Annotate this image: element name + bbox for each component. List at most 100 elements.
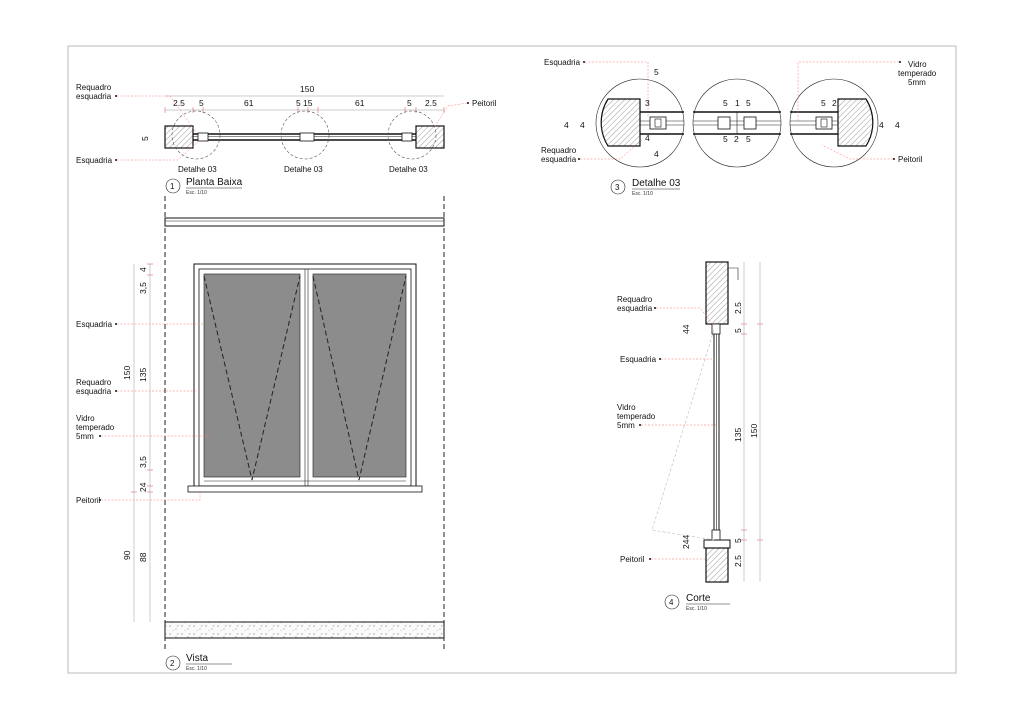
glass-pane-right xyxy=(312,273,407,478)
corte-label-esquadria: Esquadria xyxy=(620,355,657,364)
view-number-circle-4 xyxy=(664,594,680,610)
det-label-requadro-2: esquadria xyxy=(541,155,577,164)
detail-ref-2: Detalhe 03 xyxy=(284,165,323,174)
view-number-circle-1 xyxy=(165,178,181,194)
corte-view: 2.5 5 135 5 2.5 150 44 244 Requadro esqu… xyxy=(617,261,763,612)
detail-circle-2 xyxy=(280,110,330,160)
corte-dim-150: 150 xyxy=(749,424,759,438)
vista-dim-35a: 3,5 xyxy=(138,282,148,294)
detail-ref-3: Detalhe 03 xyxy=(389,165,428,174)
det-label-vidro-1: Vidro xyxy=(908,60,927,69)
corte-label-requadro-1: Requadro xyxy=(617,295,653,304)
dim-seg-1: 2.5 xyxy=(173,98,185,108)
view-title-vista: Vista xyxy=(186,653,208,664)
vista-label-peitoril: Peitoril xyxy=(76,496,101,505)
corte-dim-25a: 2.5 xyxy=(733,302,743,314)
corte-label-requadro-2: esquadria xyxy=(617,304,653,313)
dim-seg-4: 5 xyxy=(296,98,301,108)
view-number-3: 3 xyxy=(615,183,620,192)
corte-dim-5a: 5 xyxy=(733,328,743,333)
view-number-2: 2 xyxy=(170,659,175,668)
vista-dim-4: 4 xyxy=(138,267,148,272)
dim-seg-8: 2.5 xyxy=(425,98,437,108)
floor-slab xyxy=(164,621,445,639)
det-right-dim-4: 4 xyxy=(895,120,900,130)
det-left-dim-4: 4 xyxy=(645,133,650,143)
vista-label-requadro-2: esquadria xyxy=(76,387,112,396)
vista-label-vidro-3: 5mm xyxy=(76,432,94,441)
corte-dim-135: 135 xyxy=(733,428,743,442)
det-left-wall xyxy=(600,98,641,147)
detail-circle-1 xyxy=(171,110,221,160)
corte-label-vidro-1: Vidro xyxy=(617,403,636,412)
det-right-dim-2: 2 xyxy=(832,98,837,108)
det-mid-dim-5: 2 xyxy=(734,134,739,144)
det-label-peitoril: Peitoril xyxy=(898,155,923,164)
plan-label-esquadria: Esquadria xyxy=(76,156,113,165)
det-mid-dim-2: 1 xyxy=(735,98,740,108)
plan-label-requadro-1: Requadro xyxy=(76,83,112,92)
sheet-border xyxy=(67,45,957,674)
view-number-circle-3 xyxy=(610,179,626,195)
dim-overall-150: 150 xyxy=(300,84,314,94)
vista-label-requadro-1: Requadro xyxy=(76,378,112,387)
view-scale-vista: Esc. 1/10 xyxy=(186,666,207,672)
det-right-dim-1: 5 xyxy=(821,98,826,108)
view-scale-corte: Esc. 1/10 xyxy=(686,606,707,612)
det-mid-dim-1: 5 xyxy=(723,98,728,108)
glass-pane-left xyxy=(203,273,301,478)
view-number-circle-2 xyxy=(165,655,181,671)
wall-left-plan xyxy=(164,125,194,149)
corte-bottom-wall xyxy=(705,547,729,583)
det-mid-dim-3: 5 xyxy=(746,98,751,108)
corte-top-wall xyxy=(705,261,729,325)
vista-label-vidro-2: temperado xyxy=(76,423,115,432)
detalhe-03-view: Esquadria 5 Requadro esquadria 4 4 3 4 4… xyxy=(541,58,937,197)
dim-seg-3: 61 xyxy=(244,98,254,108)
view-title-detalhe: Detalhe 03 xyxy=(632,178,681,189)
dim-seg-6: 61 xyxy=(355,98,365,108)
corte-dim-25b: 2.5 xyxy=(733,555,743,567)
det-left-dim-1: 4 xyxy=(564,120,569,130)
vista-dim-135: 135 xyxy=(138,368,148,382)
wall-right-plan xyxy=(415,125,445,149)
corte-dim-5b: 5 xyxy=(733,538,743,543)
corte-label-peitoril: Peitoril xyxy=(620,555,645,564)
view-scale-detalhe: Esc. 1/10 xyxy=(632,191,653,197)
det-left-dim-3: 3 xyxy=(645,98,650,108)
dim-depth: 5 xyxy=(140,136,150,141)
vista-dim-35b: 3,5 xyxy=(138,456,148,468)
corte-label-vidro-3: 5mm xyxy=(617,421,635,430)
detail-circle-3 xyxy=(387,110,437,160)
vista-dim-88: 88 xyxy=(138,552,148,562)
det-left-dim-5: 4 xyxy=(654,149,659,159)
det-left-dim-2: 4 xyxy=(580,120,585,130)
plan-label-peitoril: Peitoril xyxy=(472,99,497,108)
det-mid-dim-4: 5 xyxy=(723,134,728,144)
corte-label-vidro-2: temperado xyxy=(617,412,656,421)
dim-seg-7: 5 xyxy=(407,98,412,108)
det-right-dim-3: 4 xyxy=(879,120,884,130)
det-label-vidro-3: 5mm xyxy=(908,78,926,87)
det-right-wall xyxy=(837,98,874,147)
dim-seg-5: 15 xyxy=(303,98,313,108)
view-title-corte: Corte xyxy=(686,593,711,604)
vista-dim-150: 150 xyxy=(122,366,132,380)
view-scale-planta: Esc. 1/10 xyxy=(186,190,207,196)
plan-label-requadro-2: esquadria xyxy=(76,92,112,101)
vista-dim-90: 90 xyxy=(122,550,132,560)
det-dim-top5: 5 xyxy=(654,67,659,77)
det-label-requadro-1: Requadro xyxy=(541,146,577,155)
det-label-vidro-2: temperado xyxy=(898,69,937,78)
view-number-1: 1 xyxy=(170,182,175,191)
corte-dim-244: 244 xyxy=(681,535,691,549)
view-number-4: 4 xyxy=(669,598,674,607)
detail-ref-1: Detalhe 03 xyxy=(178,165,217,174)
det-mid-dim-6: 5 xyxy=(746,134,751,144)
vista-label-vidro-1: Vidro xyxy=(76,414,95,423)
dim-seg-2: 5 xyxy=(199,98,204,108)
window-sill xyxy=(187,485,423,493)
vista-dim-24: 24 xyxy=(138,482,148,492)
view-title-planta: Planta Baixa xyxy=(186,177,243,188)
corte-dim-44: 44 xyxy=(681,324,691,334)
